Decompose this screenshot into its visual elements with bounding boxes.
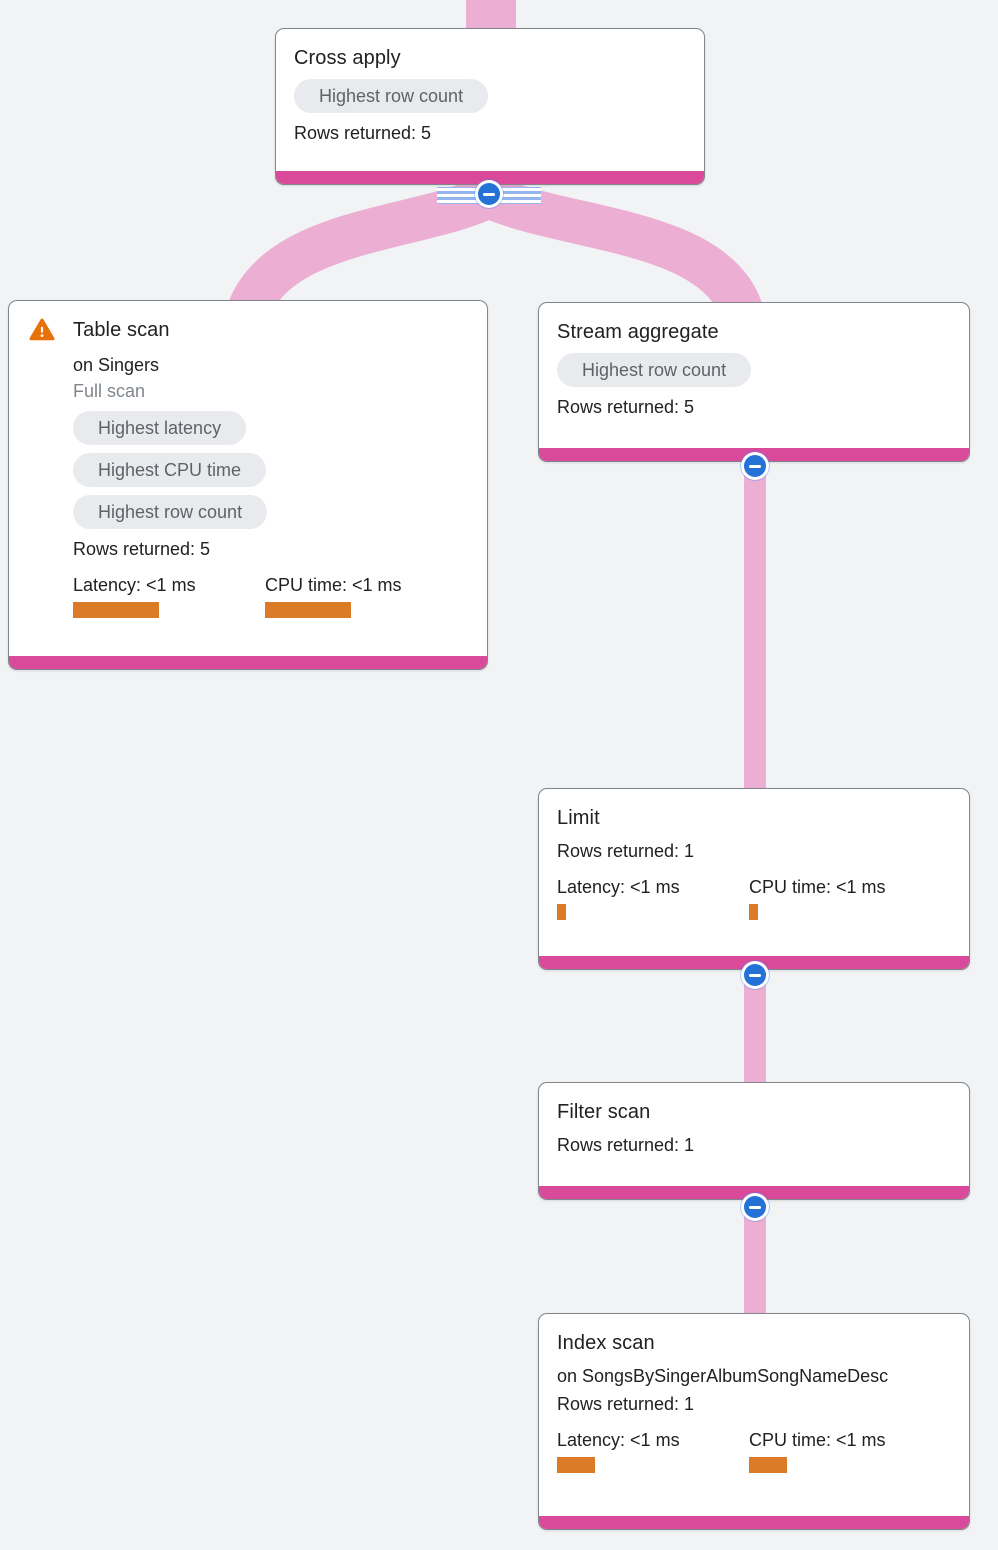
highlight-badge: Highest row count: [557, 353, 752, 387]
node-title: Index scan: [557, 1332, 655, 1354]
node-title: Filter scan: [557, 1101, 651, 1123]
node-limit[interactable]: Limit Rows returned: 1 Latency: <1 ms CP…: [538, 788, 970, 970]
node-title: Stream aggregate: [557, 321, 719, 343]
rows-returned: Rows returned: 5: [294, 123, 432, 143]
node-title: Limit: [557, 807, 600, 829]
node-target: on SongsBySingerAlbumSongNameDesc: [557, 1366, 889, 1386]
latency-label: Latency: <1 ms: [557, 1430, 680, 1450]
rows-returned: Rows returned: 5: [73, 539, 211, 559]
cpu-time-bar: [749, 904, 758, 920]
cpu-time-label: CPU time: <1 ms: [749, 877, 886, 897]
node-accent-bar: [276, 171, 704, 184]
node-note: Full scan: [73, 381, 146, 401]
latency-label: Latency: <1 ms: [557, 877, 680, 897]
cpu-time-bar: [265, 602, 351, 618]
node-target: on Singers: [73, 355, 160, 375]
latency-bar: [557, 904, 566, 920]
edge-cross-apply-to-table-scan: [228, 175, 499, 320]
node-title: Cross apply: [294, 47, 401, 69]
highlight-badge: Highest latency: [73, 411, 247, 445]
node-accent-bar: [539, 1186, 969, 1199]
highlight-badge: Highest row count: [294, 79, 489, 113]
node-cross-apply[interactable]: Cross apply Highest row count Rows retur…: [275, 28, 705, 185]
node-title: Table scan: [73, 319, 170, 341]
cpu-time-label: CPU time: <1 ms: [749, 1430, 886, 1450]
node-table-scan[interactable]: Table scan on Singers Full scan Highest …: [8, 300, 488, 670]
node-filter-scan[interactable]: Filter scan Rows returned: 1: [538, 1082, 970, 1200]
latency-bar: [557, 1457, 595, 1473]
node-accent-bar: [539, 956, 969, 969]
rows-returned: Rows returned: 1: [557, 1394, 695, 1414]
rows-returned: Rows returned: 5: [557, 397, 695, 417]
cpu-time-label: CPU time: <1 ms: [265, 575, 402, 595]
node-accent-bar: [539, 448, 969, 461]
rows-returned: Rows returned: 1: [557, 841, 695, 861]
collapse-button-cross-apply[interactable]: [478, 183, 500, 205]
collapse-button-filter-scan[interactable]: [744, 1196, 766, 1218]
latency-bar: [73, 602, 159, 618]
cpu-time-bar: [749, 1457, 787, 1473]
edge-cross-apply-to-stream-aggregate: [479, 175, 762, 319]
node-accent-bar: [9, 656, 487, 669]
highlight-badge: Highest row count: [73, 495, 268, 529]
node-index-scan[interactable]: Index scan on SongsBySingerAlbumSongName…: [538, 1313, 970, 1530]
highlight-badge: Highest CPU time: [73, 453, 267, 487]
rows-returned: Rows returned: 1: [557, 1135, 695, 1155]
warning-icon: [29, 318, 55, 342]
collapse-button-limit[interactable]: [744, 964, 766, 986]
node-stream-aggregate[interactable]: Stream aggregate Highest row count Rows …: [538, 302, 970, 462]
collapse-button-stream-aggregate[interactable]: [744, 455, 766, 477]
latency-label: Latency: <1 ms: [73, 575, 196, 595]
node-accent-bar: [539, 1516, 969, 1529]
